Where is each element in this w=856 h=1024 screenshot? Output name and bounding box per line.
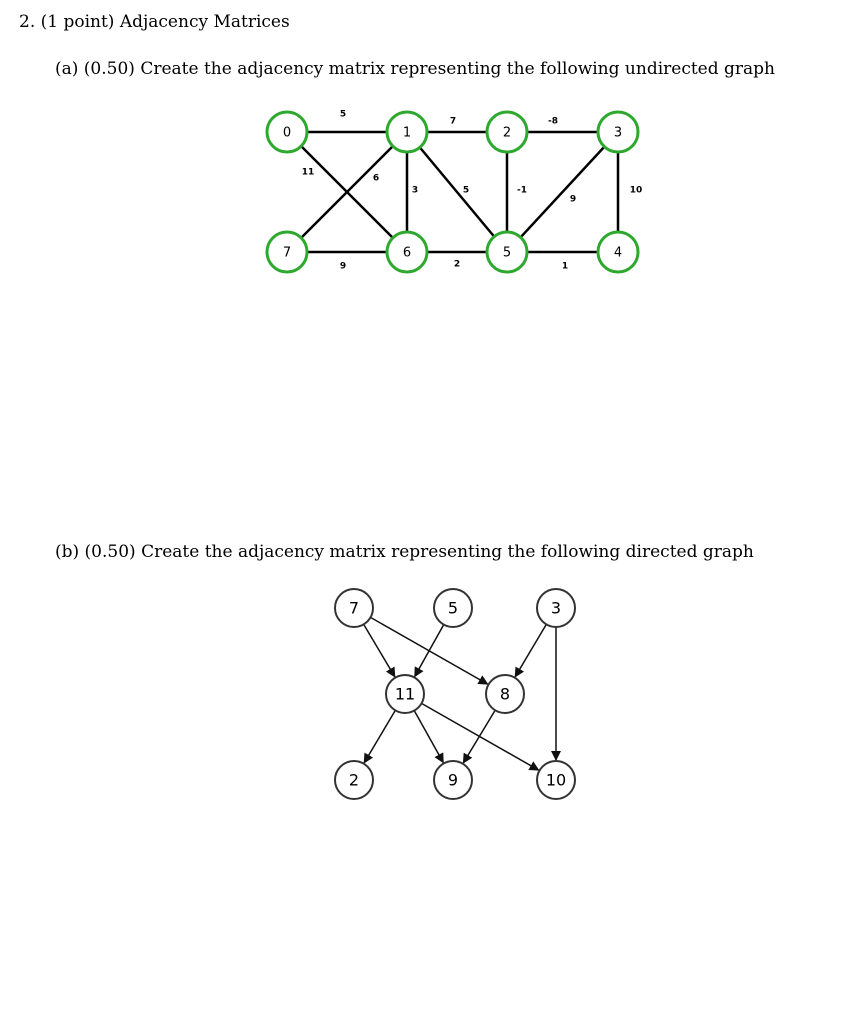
edge-1-5 <box>406 131 508 253</box>
edge-weight-7-1: 6 <box>373 174 379 184</box>
graph-a-node-0 <box>265 110 309 154</box>
graph-a-node-4 <box>596 230 640 274</box>
graph-b-node-label: 7 <box>349 599 359 618</box>
graph-a-node-6 <box>385 230 429 274</box>
edge-weight-6-5: 2 <box>454 260 460 270</box>
edge-weight-1-2: 7 <box>450 117 456 127</box>
edge-weight-3-4: 10 <box>630 186 643 196</box>
edge-weight-7-6: 9 <box>340 262 346 272</box>
arrow-7-to-11 <box>363 623 396 678</box>
edge-5-3 <box>506 131 619 253</box>
graph-a-node-3 <box>596 110 640 154</box>
graph-b-node-3 <box>536 588 576 628</box>
graph-a-node-7 <box>265 230 309 274</box>
graph-b-node-8 <box>485 674 525 714</box>
question-title: 2. (1 point) Adjacency Matrices <box>19 12 290 32</box>
graph-a-node-1 <box>385 110 429 154</box>
graph-b-node-label: 3 <box>551 599 561 618</box>
graph-a-node-label: 4 <box>614 246 622 261</box>
graph-b-node-9 <box>433 760 473 800</box>
edge-weight-1-5: 5 <box>463 186 469 196</box>
graph-a-node-label: 2 <box>503 126 511 141</box>
graph-b-node-label: 11 <box>395 685 415 704</box>
graph-b-node-10 <box>536 760 576 800</box>
graph-a-node-5 <box>485 230 529 274</box>
graph-b-node-11 <box>385 674 425 714</box>
edge-weight-5-3: 9 <box>570 195 576 205</box>
arrow-11-to-2 <box>363 709 396 764</box>
arrow-3-to-8 <box>514 623 547 678</box>
part-b-prompt: (b) (0.50) Create the adjacency matrix r… <box>55 542 754 562</box>
graph-a-node-label: 7 <box>283 246 291 261</box>
graph-a-node-label: 1 <box>403 126 411 141</box>
graph-b-node-label: 8 <box>500 685 510 704</box>
edge-weight-0-6: 11 <box>302 168 315 178</box>
edge-weight-2-3: -8 <box>548 117 558 127</box>
arrow-11-to-10 <box>421 702 540 771</box>
edge-weight-0-1: 5 <box>340 110 346 120</box>
graph-a-node-label: 0 <box>283 126 291 141</box>
part-a-prompt: (a) (0.50) Create the adjacency matrix r… <box>55 59 775 79</box>
arrow-8-to-9 <box>462 709 496 764</box>
graph-a-node-2 <box>485 110 529 154</box>
graph-b-node-label: 2 <box>349 771 359 790</box>
graph-a-node-label: 6 <box>403 246 411 261</box>
graph-a-node-label: 3 <box>614 126 622 141</box>
edge-weight-1-6: 3 <box>412 186 418 196</box>
edge-weight-5-4: 1 <box>562 262 568 272</box>
arrow-5-to-11 <box>414 624 445 678</box>
edge-7-1 <box>286 131 408 253</box>
graph-b-node-7 <box>334 588 374 628</box>
graph-b-node-label: 5 <box>448 599 458 618</box>
graph-a-node-label: 5 <box>503 246 511 261</box>
graph-b-node-5 <box>433 588 473 628</box>
graph-b-node-label: 10 <box>546 771 566 790</box>
graph-b-node-label: 9 <box>448 771 458 790</box>
graph-b-node-2 <box>334 760 374 800</box>
arrow-11-to-9 <box>413 710 444 764</box>
edge-weight-2-5: -1 <box>517 186 527 196</box>
